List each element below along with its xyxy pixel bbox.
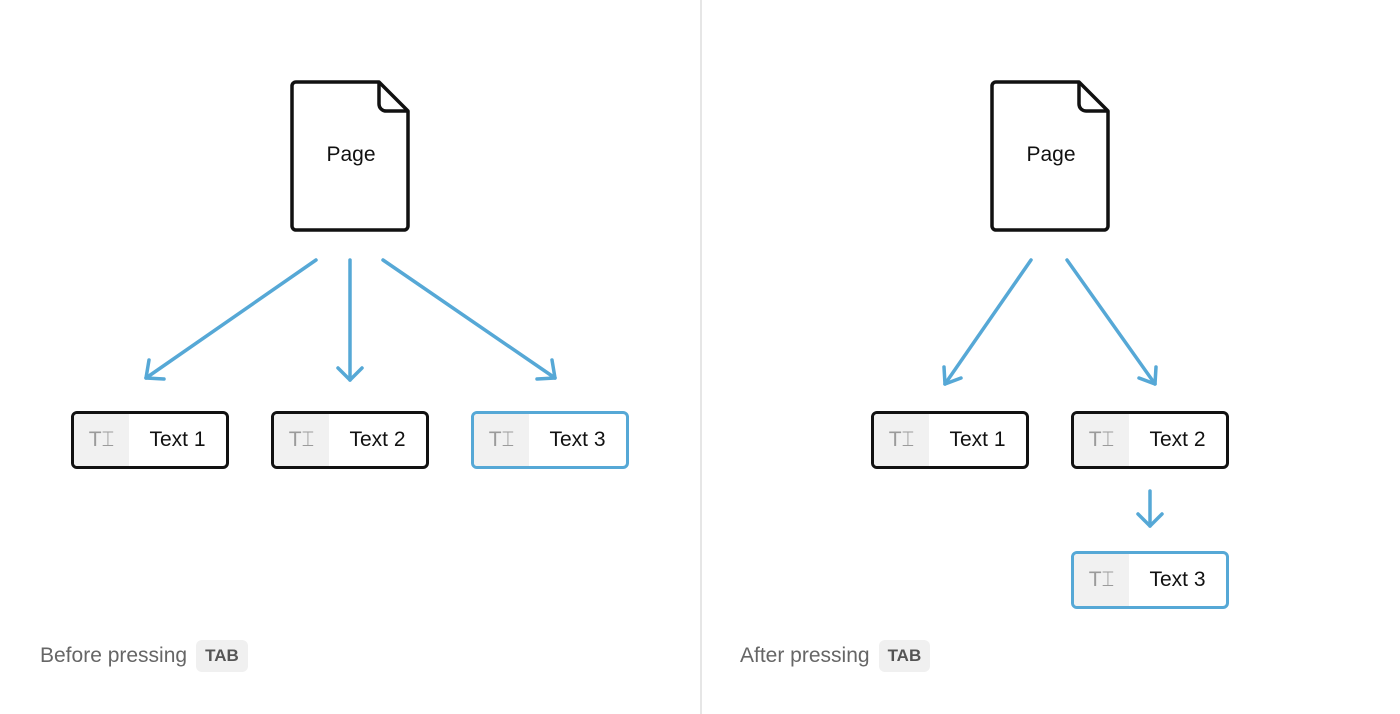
caption-text: After pressing [740, 644, 870, 667]
block-label: Text 2 [349, 428, 406, 451]
text-block-2: T⌶ Text 2 [271, 411, 429, 469]
tab-key-badge: TAB [196, 640, 248, 672]
text-icon: T⌶ [274, 414, 329, 466]
arrow-to-text-1 [942, 258, 1033, 386]
page-label: Page [1026, 143, 1076, 166]
panel-divider [700, 0, 702, 714]
text-block-3-selected: T⌶ Text 3 [471, 411, 629, 469]
arrow-to-text-2 [1065, 258, 1158, 386]
page-label: Page [326, 143, 376, 166]
block-label: Text 1 [149, 428, 206, 451]
arrow-to-text-3 [381, 258, 557, 381]
text-block-2: T⌶ Text 2 [1071, 411, 1229, 469]
text-block-3-nested-selected: T⌶ Text 3 [1071, 551, 1229, 609]
text-icon: T⌶ [74, 414, 129, 466]
arrow-to-text-3-nested [1136, 489, 1164, 528]
caption-after: After pressing TAB [740, 638, 931, 674]
block-label: Text 3 [549, 428, 606, 451]
text-icon: T⌶ [1074, 554, 1129, 606]
text-block-1: T⌶ Text 1 [71, 411, 229, 469]
caption-text: Before pressing [40, 644, 188, 667]
block-label: Text 1 [949, 428, 1006, 451]
arrow-to-text-2 [336, 258, 364, 382]
arrow-to-text-1 [144, 258, 318, 381]
text-icon: T⌶ [1074, 414, 1129, 466]
text-icon: T⌶ [874, 414, 929, 466]
text-block-1: T⌶ Text 1 [871, 411, 1029, 469]
tab-key-badge: TAB [878, 640, 931, 672]
text-icon: T⌶ [474, 414, 529, 466]
block-label: Text 3 [1149, 568, 1206, 591]
caption-before: Before pressing TAB [40, 638, 248, 674]
block-label: Text 2 [1149, 428, 1206, 451]
